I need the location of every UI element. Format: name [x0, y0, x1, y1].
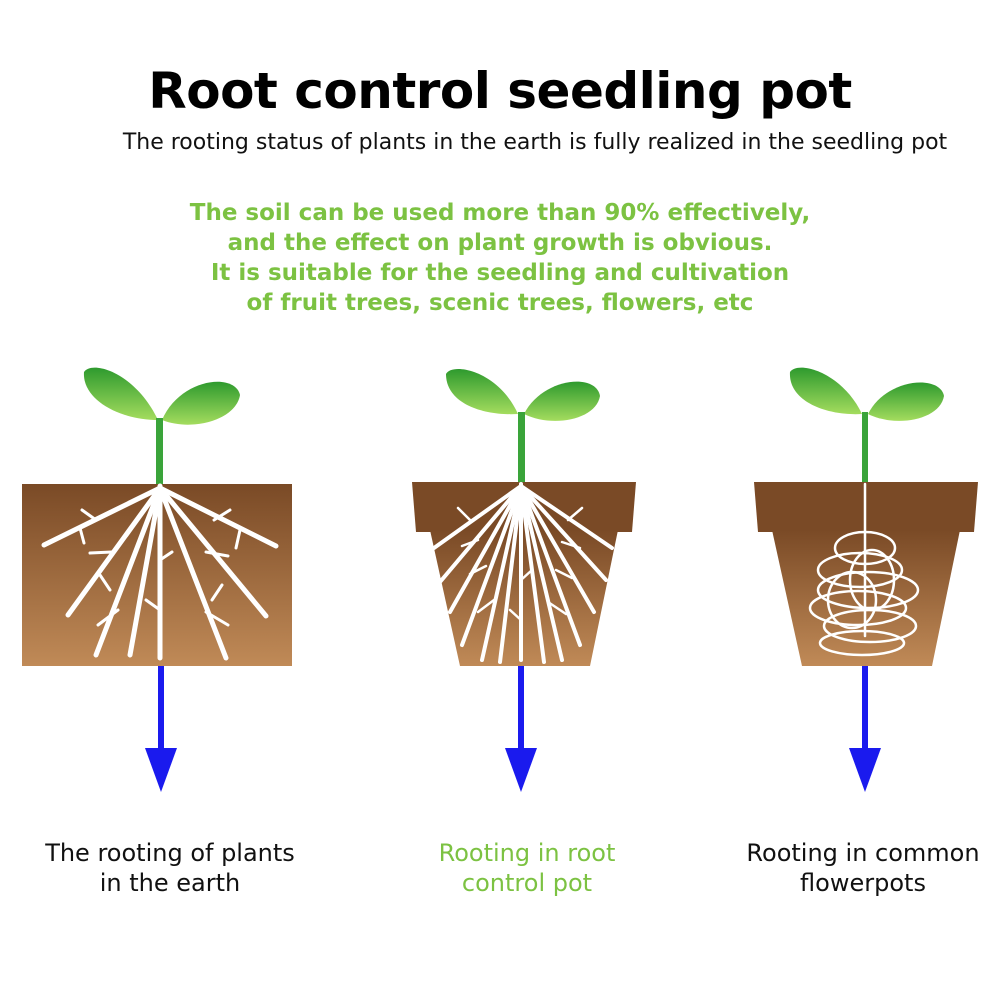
- caption-earth: The rooting of plants in the earth: [20, 838, 320, 898]
- leaf-left: [789, 367, 862, 415]
- downward-arrow: [145, 666, 177, 792]
- root-hairs-earth: [78, 508, 242, 627]
- root-hairs-root-control: [456, 506, 584, 622]
- benefit-line: It is suitable for the seedling and cult…: [210, 260, 790, 286]
- leaf-right: [524, 381, 600, 421]
- leaf-right: [162, 381, 240, 425]
- roots-root-control: [432, 482, 614, 664]
- leaf-right: [868, 382, 944, 421]
- leaf-left: [446, 368, 518, 415]
- benefit-line: The soil can be used more than 90% effec…: [189, 200, 811, 226]
- page-subtitle: The rooting status of plants in the eart…: [122, 130, 948, 155]
- root-control-pot-panel: [412, 368, 636, 792]
- stem: [156, 418, 163, 486]
- seedling-earth: [83, 367, 240, 486]
- caption-line: Rooting in common: [746, 839, 980, 867]
- benefit-line: and the effect on plant growth is obviou…: [227, 230, 773, 256]
- benefits-text: The soil can be used more than 90% effec…: [0, 198, 1000, 318]
- downward-arrow: [849, 666, 881, 792]
- seedling-common: [789, 367, 944, 484]
- downward-arrow: [505, 666, 537, 792]
- caption-line: control pot: [461, 869, 593, 897]
- common-flowerpot-panel: [754, 367, 978, 792]
- caption-line: The rooting of plants: [45, 839, 295, 867]
- leaf-left: [83, 367, 158, 420]
- caption-common-flowerpot: Rooting in common flowerpots: [718, 838, 1000, 898]
- page-title: Root control seedling pot: [148, 62, 852, 120]
- earth-panel: [22, 367, 292, 792]
- benefit-line: of fruit trees, scenic trees, flowers, e…: [246, 290, 754, 316]
- stem: [862, 412, 868, 484]
- caption-line: flowerpots: [800, 869, 926, 897]
- coiled-roots: [808, 482, 920, 657]
- roots-earth: [41, 483, 279, 661]
- seedling-root-control: [446, 368, 600, 484]
- caption-line: Rooting in root: [438, 839, 616, 867]
- stem: [518, 412, 525, 484]
- caption-line: in the earth: [99, 869, 241, 897]
- caption-root-control-pot: Rooting in root control pot: [377, 838, 677, 898]
